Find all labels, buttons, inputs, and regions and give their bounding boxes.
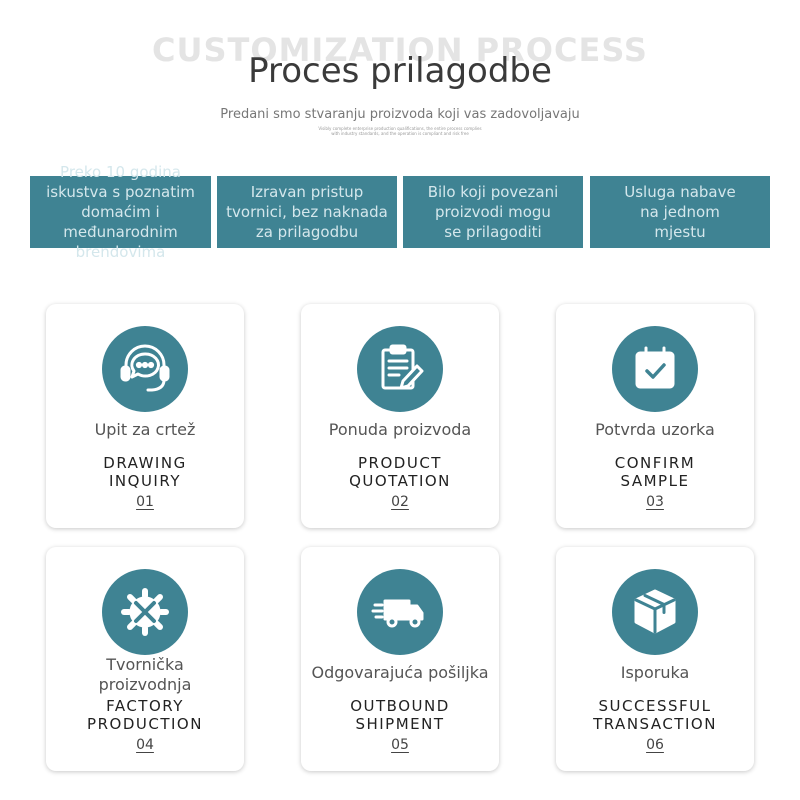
feature-banner-customization: Bilo koji povezani proizvodi mogu se pri… (403, 176, 583, 248)
banner-line: međunarodnim (63, 223, 178, 241)
step-card-successful-transaction: Isporuka SUCCESSFUL TRANSACTION 06 (556, 547, 754, 771)
step-title-english-line: PRODUCT (358, 454, 442, 472)
banner-line: Bilo koji povezani (427, 183, 559, 201)
step-card-outbound-shipment: Odgovarajuća pošiljka OUTBOUND SHIPMENT … (301, 547, 499, 771)
step-number: 02 (301, 493, 499, 511)
step-number: 03 (556, 493, 754, 511)
step-title-english: CONFIRM SAMPLE (556, 454, 754, 490)
step-title-english-line: OUTBOUND (350, 697, 450, 715)
step-number-text: 04 (136, 737, 154, 753)
step-card-product-quotation: Ponuda proizvoda PRODUCT QUOTATION 02 (301, 304, 499, 528)
feature-banner-one-stop: Usluga nabave na jednom mjestu (590, 176, 770, 248)
fine-print: Visibly complete enterprise production q… (290, 126, 510, 136)
banner-line: za prilagodbu (255, 223, 359, 241)
banner-line: se prilagoditi (444, 223, 542, 241)
step-title-local: Isporuka (620, 663, 690, 682)
banner-line: proizvodi mogu (435, 203, 551, 221)
banner-line: tvornici, bez naknada (226, 203, 388, 221)
step-title-english: FACTORY PRODUCTION (46, 697, 244, 733)
step-number-text: 06 (646, 737, 664, 753)
step-title-english: SUCCESSFUL TRANSACTION (556, 697, 754, 733)
step-title-local: Odgovarajuća pošiljka (311, 663, 489, 682)
banner-line: Izravan pristup (250, 183, 364, 201)
step-title-english-line: QUOTATION (349, 472, 451, 490)
banner-line: iskustva s poznatim (46, 183, 195, 201)
step-number: 06 (556, 736, 754, 754)
banner-line: Usluga nabave (624, 183, 736, 201)
step-title-english: OUTBOUND SHIPMENT (301, 697, 499, 733)
banner-line: Preko 10 godina (60, 163, 181, 181)
step-title-english: DRAWING INQUIRY (46, 454, 244, 490)
clipboard-pencil-icon (357, 326, 443, 412)
step-number: 05 (301, 736, 499, 754)
step-title-local-line: proizvodnja (98, 675, 192, 694)
step-title-local: Potvrda uzorka (595, 420, 715, 439)
headset-chat-icon (102, 326, 188, 412)
step-title-english-line: SHIPMENT (355, 715, 445, 733)
step-title-english-line: SAMPLE (620, 472, 690, 490)
step-number: 04 (46, 736, 244, 754)
banner-line: brendovima (75, 243, 166, 261)
background-watermark-title: CUSTOMIZATION PROCESS (152, 31, 648, 69)
step-title-english-line: CONFIRM (614, 454, 696, 472)
package-box-icon (612, 569, 698, 655)
banner-line: domaćim i (81, 203, 160, 221)
step-card-drawing-inquiry: Upit za crtež DRAWING INQUIRY 01 (46, 304, 244, 528)
step-title-english-line: TRANSACTION (593, 715, 717, 733)
step-title-english-line: INQUIRY (109, 472, 181, 490)
feature-banner-experience: Preko 10 godina iskustva s poznatim doma… (30, 163, 211, 261)
page-subtitle: Predani smo stvaranju proizvoda koji vas… (220, 107, 580, 122)
step-number-text: 02 (391, 494, 409, 510)
step-title-local: Ponuda proizvoda (328, 420, 472, 439)
delivery-truck-icon (357, 569, 443, 655)
banner-line: na jednom (640, 203, 720, 221)
fine-print-line-1: Visibly complete enterprise production q… (318, 126, 482, 131)
feature-banner-factory-access: Izravan pristup tvornici, bez naknada za… (217, 176, 397, 248)
gear-wrench-icon (102, 569, 188, 655)
step-title-english-line: SUCCESSFUL (598, 697, 712, 715)
step-card-factory-production: Tvornička proizvodnja FACTORY PRODUCTION… (46, 547, 244, 771)
step-title-english-line: FACTORY (106, 697, 184, 715)
step-title-english-line: PRODUCTION (87, 715, 203, 733)
step-title-english-line: DRAWING (103, 454, 187, 472)
calendar-check-icon (612, 326, 698, 412)
page-title: Proces prilagodbe (248, 51, 552, 91)
step-number-text: 05 (391, 737, 409, 753)
banner-line: mjestu (654, 223, 706, 241)
step-title-local-line: Tvornička (106, 655, 184, 674)
fine-print-line-2: with industry standards, and the operati… (331, 131, 469, 136)
step-title-local: Tvornička proizvodnja (46, 655, 244, 695)
step-number-text: 01 (136, 494, 154, 510)
step-title-english: PRODUCT QUOTATION (301, 454, 499, 490)
step-title-local: Upit za crtež (94, 420, 196, 439)
step-number: 01 (46, 493, 244, 511)
step-number-text: 03 (646, 494, 664, 510)
step-card-confirm-sample: Potvrda uzorka CONFIRM SAMPLE 03 (556, 304, 754, 528)
